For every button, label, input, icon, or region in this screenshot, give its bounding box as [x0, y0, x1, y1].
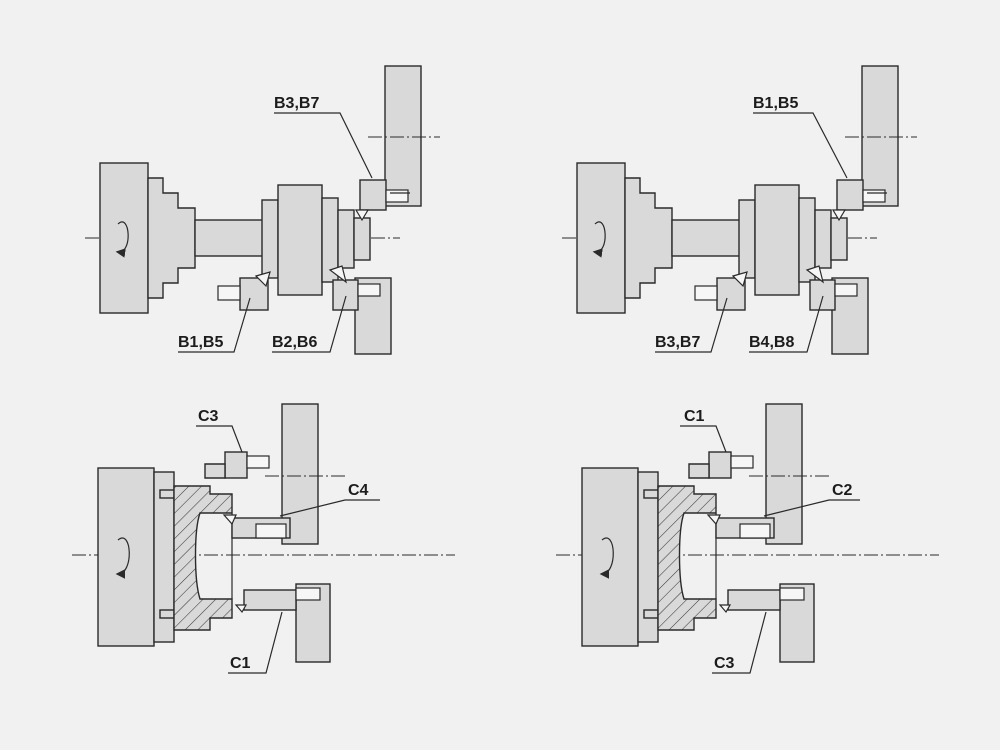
leader-line — [753, 112, 848, 179]
tool-label-bottom: C1 — [230, 655, 251, 672]
shaft-setup-drawing — [85, 66, 440, 354]
tool-label-inner: C2 — [832, 482, 853, 499]
tool-label-left: B1,B5 — [178, 334, 223, 351]
leader-line — [228, 611, 283, 674]
panel-bottom-left: C3 C4 C1 — [72, 404, 455, 674]
tool-label-top: B3,B7 — [274, 95, 319, 112]
panel-bottom-right: C1 C2 C3 — [556, 404, 939, 674]
bore-setup-drawing — [556, 404, 939, 662]
leader-line — [274, 112, 373, 179]
leader-line — [712, 611, 767, 674]
leader-line — [279, 499, 380, 517]
leader-line — [272, 295, 347, 353]
leader-line — [655, 297, 728, 353]
tool-label-right: B2,B6 — [272, 334, 317, 351]
tool-label-top: C3 — [198, 408, 219, 425]
leader-line — [178, 297, 251, 353]
leader-line — [749, 295, 824, 353]
tool-label-right: B4,B8 — [749, 334, 794, 351]
shaft-setup-drawing — [562, 66, 917, 354]
tool-label-left: B3,B7 — [655, 334, 700, 351]
tool-label-top: C1 — [684, 408, 705, 425]
leader-line — [763, 499, 860, 517]
tool-label-bottom: C3 — [714, 655, 735, 672]
leader-line — [196, 425, 243, 453]
tool-label-inner: C4 — [348, 482, 369, 499]
bore-setup-drawing — [72, 404, 455, 662]
panel-top-left: B3,B7 B1,B5 B2,B6 — [85, 66, 440, 354]
panel-top-right: B1,B5 B3,B7 B4,B8 — [562, 66, 917, 354]
tool-label-top: B1,B5 — [753, 95, 798, 112]
leader-line — [680, 425, 727, 453]
